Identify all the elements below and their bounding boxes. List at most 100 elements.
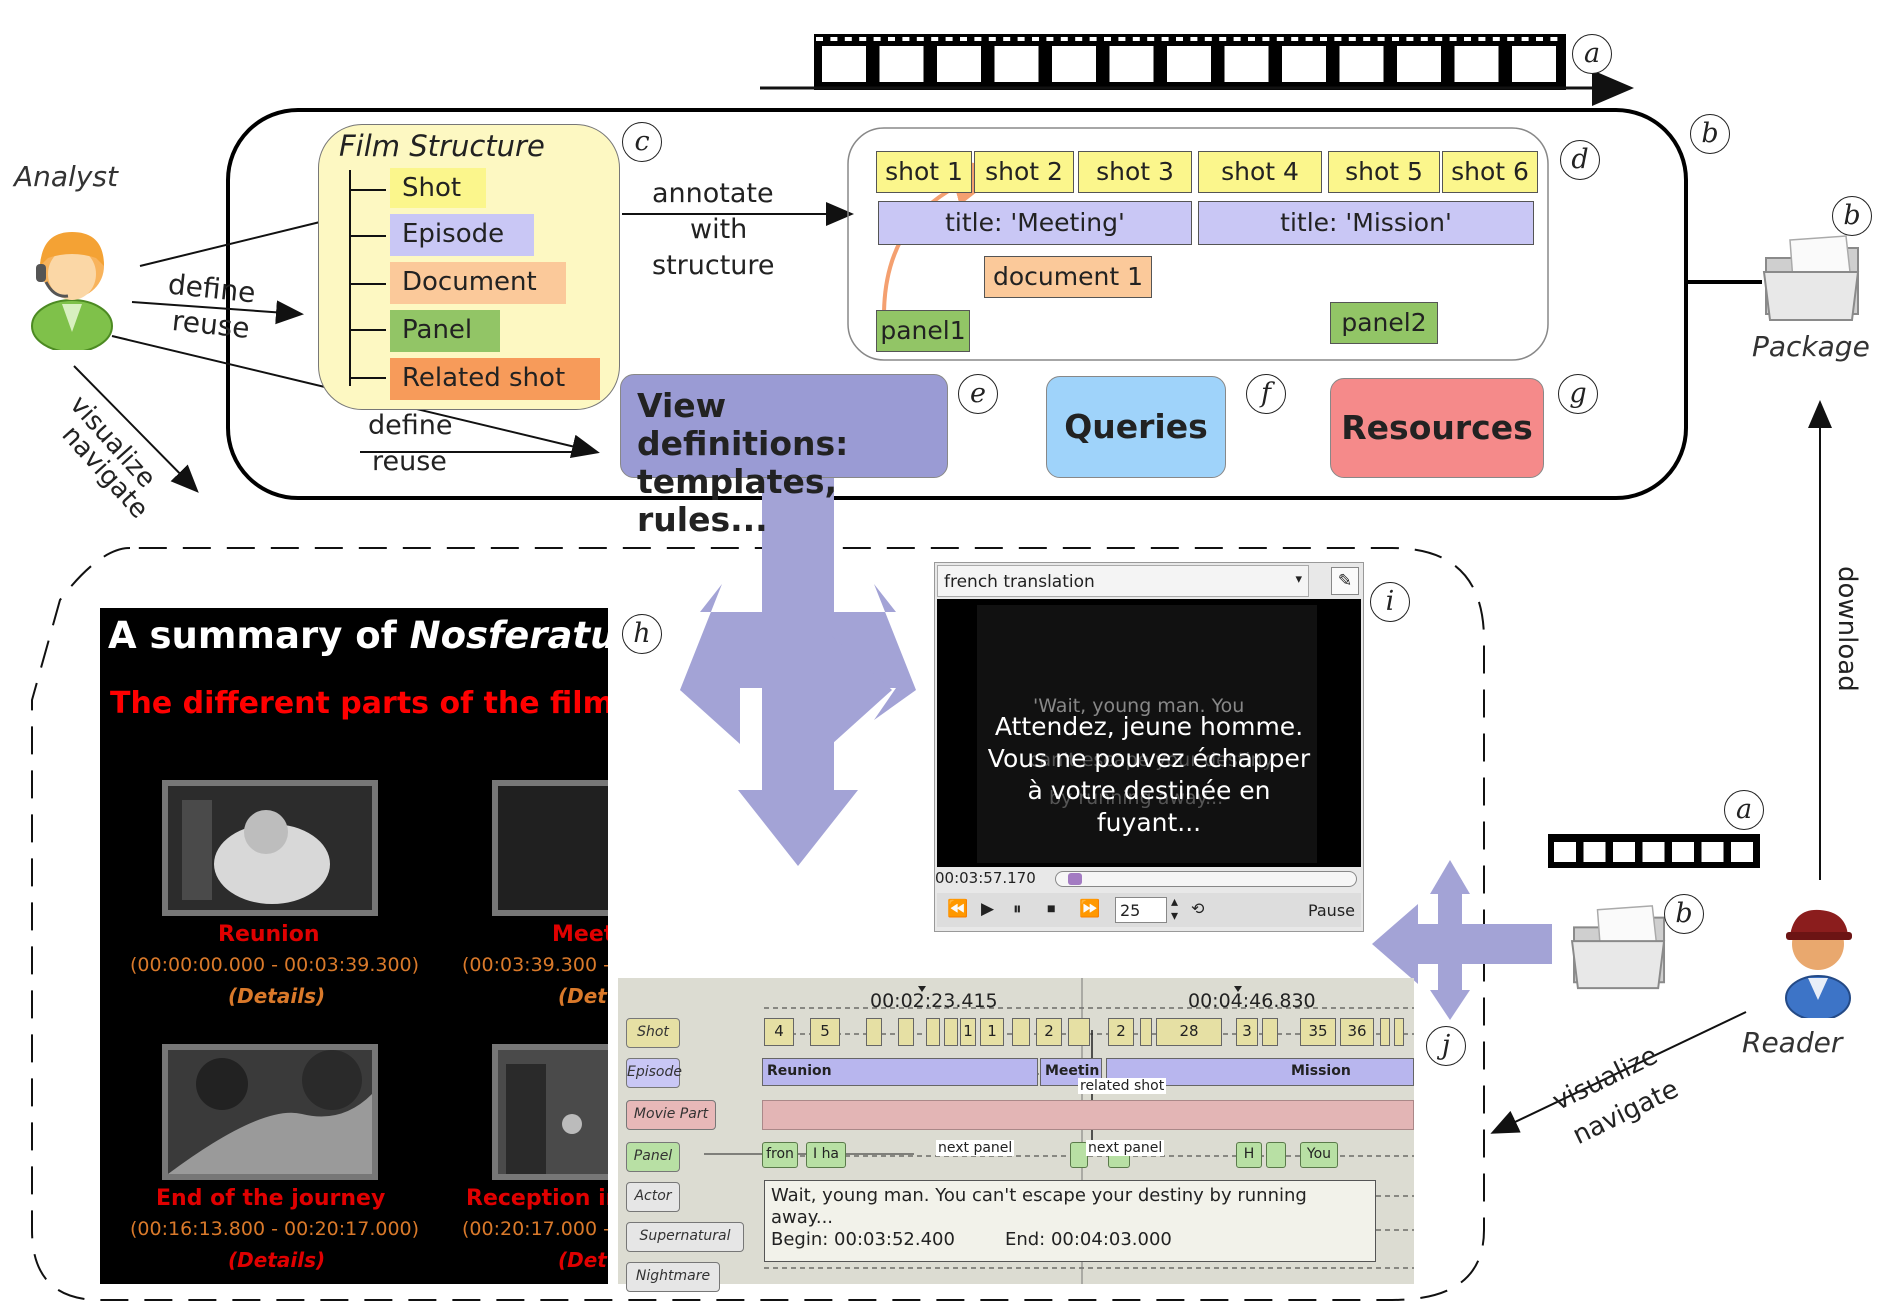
track-shot[interactable]: Shot: [626, 1018, 680, 1048]
film-perforation: [1464, 37, 1471, 41]
marker-i: i: [1370, 582, 1410, 622]
next-panel-label: next panel: [1086, 1140, 1165, 1156]
panel-chip[interactable]: You: [1300, 1142, 1338, 1168]
thumbnail-reunion: [162, 780, 378, 916]
shot-chip[interactable]: 4: [764, 1018, 794, 1046]
shot-chip[interactable]: [1262, 1018, 1278, 1046]
shot-chip[interactable]: 5: [810, 1018, 840, 1046]
track-panel[interactable]: Panel: [626, 1142, 680, 1172]
shot-chip[interactable]: 2: [1036, 1018, 1062, 1046]
episode-bar-reunion[interactable]: Reunion: [762, 1058, 1038, 1086]
shot-chip[interactable]: 1: [960, 1018, 976, 1046]
panel-chip[interactable]: fron: [762, 1142, 798, 1168]
film-frame: [1454, 46, 1499, 82]
stepper-icon[interactable]: ▴▾: [1171, 894, 1179, 924]
summary-subtitle: The different parts of the film:: [110, 686, 608, 721]
card-details-link[interactable]: (Det: [558, 1248, 607, 1272]
define-label: define: [368, 410, 453, 441]
shot-chip[interactable]: 35: [1300, 1018, 1336, 1046]
shot-chip[interactable]: [1380, 1018, 1390, 1046]
marker-h: h: [622, 614, 662, 654]
film-perforation: [816, 37, 823, 41]
shot-chip[interactable]: [1140, 1018, 1152, 1046]
folder-icon: [1570, 905, 1666, 990]
movie-part-bar[interactable]: [762, 1100, 1414, 1130]
rate-input[interactable]: 25: [1115, 897, 1167, 923]
track-movie-part[interactable]: Movie Part: [626, 1100, 716, 1130]
pause-icon[interactable]: ⏸: [1013, 899, 1022, 919]
shot-chip[interactable]: 3: [1236, 1018, 1258, 1046]
film-perforation: [1291, 37, 1299, 41]
stop-icon[interactable]: ⏹: [1047, 899, 1056, 919]
rewind-icon[interactable]: ⏪: [947, 899, 969, 919]
timeline-time-1: 00:02:23.415: [870, 990, 998, 1012]
shot-chip[interactable]: 28: [1156, 1018, 1222, 1046]
film-frame: [1397, 46, 1441, 82]
shot-chip[interactable]: [898, 1018, 914, 1046]
subtitle-track-select[interactable]: french translation ▾: [937, 565, 1309, 597]
shot-chip[interactable]: [1394, 1018, 1404, 1046]
marker-f: f: [1246, 374, 1286, 414]
track-nightmare[interactable]: Nightmare: [626, 1262, 720, 1292]
episode-bar-meeting[interactable]: Meetin: [1040, 1058, 1102, 1086]
reader-icon: [1785, 909, 1852, 1018]
track-supernatural[interactable]: Supernatural: [626, 1222, 744, 1252]
structure-shot: Shot: [390, 168, 486, 208]
annotation-tooltip: Wait, young man. You can't escape your d…: [764, 1180, 1376, 1262]
shot-5: shot 5: [1328, 151, 1440, 193]
controls-bar: ⏪ ▶ ⏸ ⏹ ⏩ 25 ▴▾ ⟲ Pause: [937, 893, 1361, 927]
tooltip-text: Wait, young man. You can't escape your d…: [771, 1185, 1307, 1206]
shot-6: shot 6: [1442, 151, 1538, 193]
card-details-link[interactable]: (Details): [228, 984, 326, 1008]
film-perforation: [1521, 37, 1529, 41]
card-title-meeting: Meet: [552, 922, 608, 947]
shot-chip[interactable]: [926, 1018, 940, 1046]
shot-chip[interactable]: [866, 1018, 882, 1046]
seek-bar[interactable]: [1055, 871, 1357, 887]
film-frame: [1167, 46, 1211, 82]
film-frame: [1642, 842, 1665, 862]
film-perforation: [1132, 37, 1140, 41]
shot-chip[interactable]: [944, 1018, 958, 1046]
summary-title-plain: A summary of: [108, 614, 410, 657]
film-perforation: [1161, 37, 1169, 41]
film-perforation: [1449, 37, 1457, 41]
seek-handle[interactable]: [1068, 873, 1082, 885]
folder-icon: [1762, 235, 1860, 321]
forward-icon[interactable]: ⏩: [1079, 899, 1101, 919]
card-details-link[interactable]: (Details): [228, 1248, 326, 1272]
lower-dashed-container: [31, 547, 1485, 1301]
episode-label: Reunion: [767, 1063, 832, 1079]
panel-chip[interactable]: H: [1236, 1142, 1262, 1168]
film-perforation: [1219, 37, 1227, 41]
shot-1: shot 1: [876, 151, 972, 193]
track-episode[interactable]: Episode: [626, 1058, 682, 1088]
shot-chip[interactable]: [1068, 1018, 1090, 1046]
shot-chip[interactable]: 36: [1340, 1018, 1374, 1046]
shot-chip[interactable]: [1012, 1018, 1030, 1046]
panel-chip[interactable]: I ha: [806, 1142, 846, 1168]
film-perforation: [1348, 37, 1356, 41]
panel-chip[interactable]: [1266, 1142, 1286, 1168]
card-range-meeting: (00:03:39.300 -: [462, 954, 608, 976]
film-perforation: [1392, 37, 1399, 41]
pause-status: Pause: [1307, 901, 1355, 920]
subtitle-original: by running away...: [1049, 787, 1224, 809]
play-icon[interactable]: ▶: [981, 899, 995, 919]
title-meeting: title: 'Meeting': [878, 201, 1192, 245]
card-range-reception: (00:20:17.000 -: [462, 1218, 608, 1240]
subtitle-original: 'Wait, young man. You: [1033, 695, 1245, 717]
shot-chip[interactable]: 2: [1108, 1018, 1134, 1046]
subtitle-original: can't escape your destiny: [1029, 749, 1274, 771]
edit-icon[interactable]: ✎: [1331, 567, 1359, 595]
film-strip-small: [1548, 834, 1760, 868]
film-perforation: [1233, 37, 1241, 41]
film-frame: [1224, 46, 1269, 82]
film-perforation: [1017, 37, 1025, 41]
thumbnail-reception: [492, 1044, 608, 1180]
card-details-link[interactable]: (Det: [558, 984, 607, 1008]
track-actor[interactable]: Actor: [626, 1182, 680, 1212]
sync-icon[interactable]: ⟲: [1191, 899, 1205, 918]
film-frame: [1554, 842, 1576, 862]
shot-chip[interactable]: 1: [980, 1018, 1004, 1046]
